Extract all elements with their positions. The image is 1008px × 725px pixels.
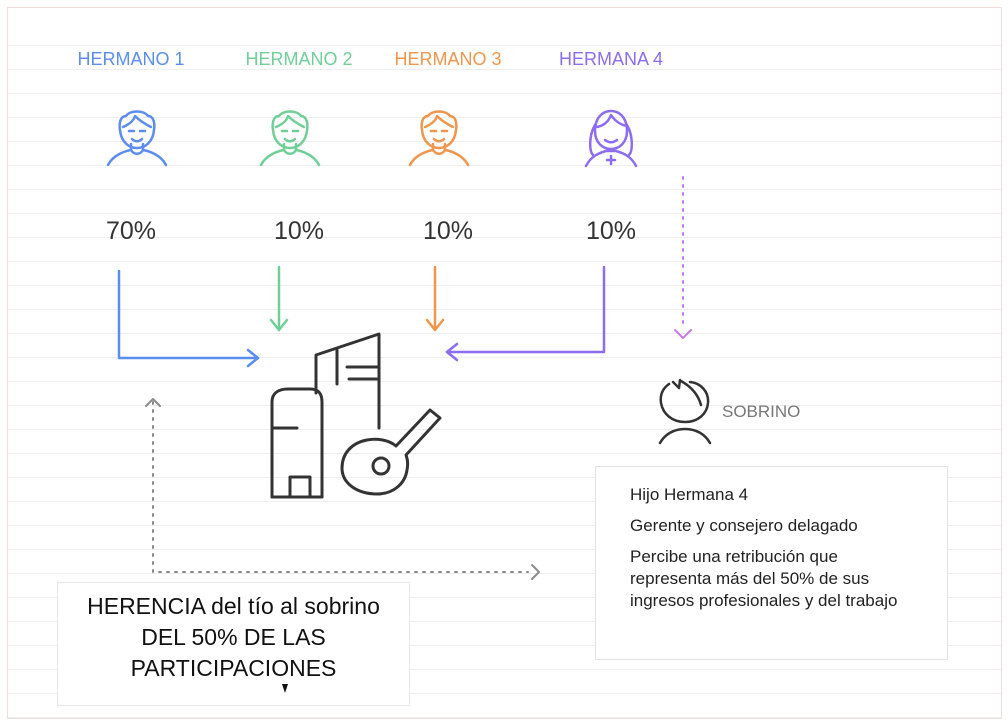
company-buildings-key-icon xyxy=(270,332,442,499)
arrow-hermana-4 xyxy=(445,265,606,362)
sobrino-label: SOBRINO xyxy=(722,402,801,421)
arrow-hermano-3 xyxy=(425,265,445,332)
sobrino-info-box: Hijo Hermana 4 Gerente y consejero delag… xyxy=(595,466,948,660)
sibling-name-2: HERMANO 2 xyxy=(245,49,353,69)
sibling-name-3: HERMANO 3 xyxy=(394,49,502,69)
sibling-name-1: HERMANO 1 xyxy=(77,49,185,69)
boy-avatar-icon xyxy=(259,110,321,167)
sibling-percent-2: 10% xyxy=(273,217,325,245)
sibling-name-4: HERMANA 4 xyxy=(558,49,664,69)
boy-avatar-icon xyxy=(106,110,168,167)
herencia-text: HERENCIA del tío al sobrino DEL 50% DE L… xyxy=(87,593,380,681)
dotted-connector-herencia xyxy=(145,398,540,580)
sibling-percent-4: 10% xyxy=(585,217,637,245)
sobrino-info-line-3: Percibe una retribución que representa m… xyxy=(630,547,898,610)
dotted-arrow-to-sobrino xyxy=(674,176,692,339)
text-cursor xyxy=(282,684,288,693)
sobrino-info-line-1: Hijo Hermana 4 xyxy=(630,485,749,504)
arrow-hermano-2 xyxy=(269,265,289,332)
herencia-note: HERENCIA del tío al sobrino DEL 50% DE L… xyxy=(57,582,410,706)
boy-avatar-icon xyxy=(408,110,470,167)
sobrino-info-line-2: Gerente y consejero delagado xyxy=(630,516,858,535)
sibling-percent-3: 10% xyxy=(422,217,474,245)
arrow-hermano-1 xyxy=(117,269,260,368)
sibling-percent-1: 70% xyxy=(105,217,157,245)
rotating-person-icon xyxy=(658,378,712,445)
girl-avatar-icon xyxy=(584,109,638,168)
